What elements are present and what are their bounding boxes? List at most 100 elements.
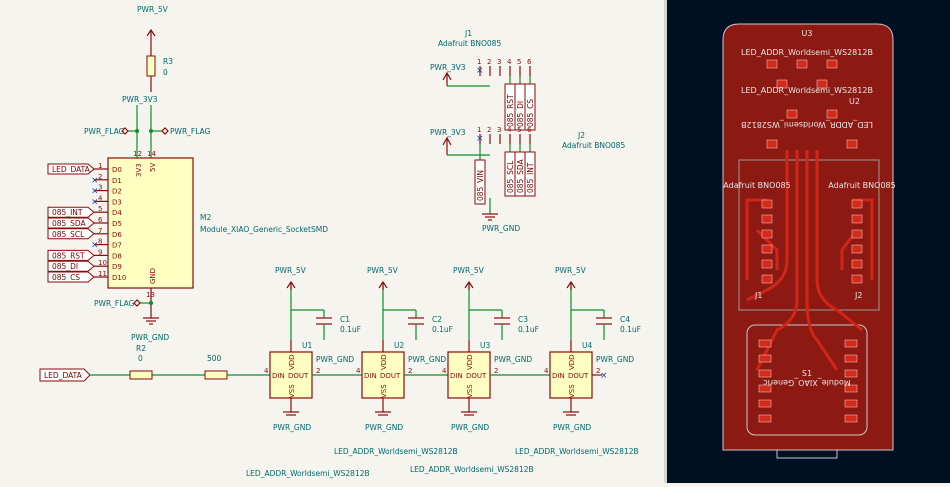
pin-num-14: 14 [147, 150, 156, 158]
module-pin-num-11: 11 [98, 270, 107, 278]
pwr-gnd-cap: PWR_GND [408, 355, 446, 364]
global-label-085_di[interactable] [47, 260, 95, 272]
r2-ref: R2 [136, 344, 146, 353]
module-pin-num-1: 1 [98, 162, 102, 170]
schematic-canvas[interactable]: PWR_5V R3 0 PWR_3V3 PWR_FLAG PWR_FLAG 12… [0, 0, 664, 483]
panel-divider[interactable] [664, 0, 667, 483]
led-u4-ref: U4 [582, 341, 592, 350]
svg-text:6: 6 [527, 58, 532, 66]
pcb-led-label-mirror: LED_ADDR_Worldsemi_WS2812B [741, 120, 873, 129]
svg-text:DOUT: DOUT [466, 372, 487, 380]
cap-c3-ref: C3 [518, 315, 528, 324]
pwr-flag-gnd: PWR_FLAG [94, 299, 135, 308]
svg-text:DIN: DIN [450, 372, 463, 380]
svg-text:DIN: DIN [272, 372, 285, 380]
pwr-5v-led: PWR_5V [275, 266, 307, 275]
svg-text:DOUT: DOUT [380, 372, 401, 380]
global-label-085_cs[interactable] [47, 271, 95, 283]
module-pin-d0: D0 [112, 166, 122, 174]
svg-text:085_CS: 085_CS [526, 99, 535, 127]
module-pin-num-2: 2 [98, 173, 102, 181]
svg-text:4: 4 [507, 58, 512, 66]
module-pin-num-5: 5 [98, 205, 102, 213]
module-pin-d3: D3 [112, 198, 122, 206]
pin-num-12: 12 [133, 150, 142, 158]
usb-cutout [776, 449, 838, 459]
no-connect-mark: × [91, 241, 99, 251]
no-connect-mark: × [91, 176, 99, 186]
global-label-text: 085_SDA [52, 219, 86, 228]
svg-text:085_SCL: 085_SCL [506, 160, 515, 193]
r3-ref: R3 [163, 57, 173, 66]
label-085_int[interactable] [524, 151, 536, 197]
svg-text:4: 4 [356, 367, 361, 375]
label-085_cs[interactable] [524, 83, 536, 131]
led-u2-body[interactable] [361, 351, 405, 399]
module-pin-num-3: 3 [98, 184, 102, 192]
global-label-text: 085_DI [52, 262, 78, 271]
module-pin-d4: D4 [112, 209, 122, 217]
svg-text:×: × [476, 66, 484, 76]
global-label-085_sda[interactable] [47, 217, 95, 229]
svg-text:6: 6 [527, 126, 532, 134]
global-label-led_data[interactable] [47, 163, 95, 175]
no-connect-mark: × [91, 187, 99, 197]
global-label-text: 085_RST [52, 251, 85, 260]
j1-value: Adafruit BNO085 [438, 39, 501, 48]
pin-5v: 5V [149, 163, 157, 172]
pcb-j1-ref: J1 [754, 291, 762, 300]
led-value-u2: LED_ADDR_Worldsemi_WS2812B [334, 447, 458, 456]
pcb-view[interactable]: U3 LED_ADDR_Worldsemi_WS2812B LED_ADDR_W… [667, 0, 950, 483]
led-u4-body[interactable] [549, 351, 593, 399]
svg-text:DIN: DIN [552, 372, 565, 380]
pwr-5v-led: PWR_5V [555, 266, 587, 275]
global-label-085_rst[interactable] [47, 249, 95, 261]
led-value-u1: LED_ADDR_Worldsemi_WS2812B [246, 469, 370, 478]
svg-text:VSS: VSS [380, 384, 388, 398]
svg-text:VDD: VDD [568, 354, 576, 370]
pcb-led-label-top: LED_ADDR_Worldsemi_WS2812B [741, 48, 873, 57]
svg-text:5: 5 [517, 126, 521, 134]
r2-value: 0 [138, 354, 143, 363]
svg-text:2: 2 [494, 367, 498, 375]
pwr-gnd-cap: PWR_GND [494, 355, 532, 364]
svg-text:3: 3 [497, 126, 501, 134]
module-pin-d8: D8 [112, 252, 122, 260]
r2-resistor[interactable] [129, 370, 153, 380]
global-label-text: 085_INT [52, 208, 83, 217]
svg-text:VSS: VSS [466, 384, 474, 398]
svg-text:VDD: VDD [466, 354, 474, 370]
global-label-text: 085_SCL [52, 230, 85, 239]
svg-text:VSS: VSS [568, 384, 576, 398]
label-085-vin[interactable] [474, 159, 486, 205]
j2-value: Adafruit BNO085 [562, 141, 625, 150]
pwr-gnd-cap: PWR_GND [596, 355, 634, 364]
module-pin-d5: D5 [112, 220, 122, 228]
r500-resistor[interactable] [204, 370, 228, 380]
pwr-flag-right: PWR_FLAG [170, 127, 211, 136]
svg-text:4: 4 [442, 367, 447, 375]
pwr-gnd-j2: PWR_GND [482, 224, 520, 233]
svg-text:2: 2 [487, 58, 491, 66]
module-pin-d1: D1 [112, 177, 122, 185]
module-pin-num-10: 10 [98, 259, 107, 267]
no-connect-mark: × [91, 197, 99, 207]
module-pin-num-7: 7 [98, 227, 102, 235]
pwr-3v3-label-mod: PWR_3V3 [122, 95, 158, 104]
module-pin-d10: D10 [112, 274, 126, 282]
global-label-085_scl[interactable] [47, 228, 95, 240]
global-label-085_int[interactable] [47, 206, 95, 218]
r3-resistor[interactable] [146, 55, 156, 77]
m2-ref: M2 [200, 213, 211, 222]
svg-text:085_RST: 085_RST [506, 94, 515, 127]
led-data-label-chain[interactable] [39, 368, 91, 382]
pcb-u3-ref: U3 [802, 29, 813, 38]
cap-c4-ref: C4 [620, 315, 630, 324]
svg-text:4: 4 [544, 367, 549, 375]
pwr-gnd-led: PWR_GND [553, 423, 591, 432]
cap-c2-value: 0.1uF [432, 325, 453, 334]
svg-text:3: 3 [497, 58, 501, 66]
svg-text:DIN: DIN [364, 372, 377, 380]
pcb-bno-left: Adafruit BNO085 [723, 181, 790, 190]
pwr-gnd-led: PWR_GND [451, 423, 489, 432]
